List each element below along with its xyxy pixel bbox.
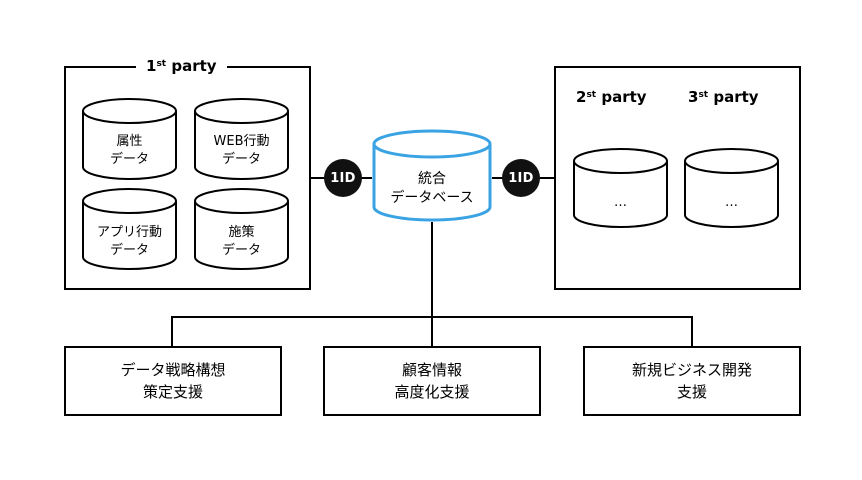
database-web-behavior-data: WEB行動 データ xyxy=(194,98,289,180)
first-party-title: 1st party xyxy=(136,57,227,75)
database-third-party: … xyxy=(684,148,779,228)
integrated-database: 統合 データベース xyxy=(372,129,492,222)
database-label: アプリ行動 データ xyxy=(96,225,162,258)
database-label: 属性 データ xyxy=(109,134,149,167)
database-label: WEB行動 データ xyxy=(213,134,270,167)
support-box-customer-info: 顧客情報 高度化支援 xyxy=(323,346,541,416)
id-badge-left: 1ID xyxy=(324,159,362,197)
database-label: 施策 データ xyxy=(221,225,261,258)
support-box-data-strategy: データ戦略構想 策定支援 xyxy=(64,346,282,416)
support-box-new-business: 新規ビジネス開発 支援 xyxy=(583,346,801,416)
database-second-party: … xyxy=(573,148,668,228)
database-label: … xyxy=(614,195,627,210)
third-party-title: 3st party xyxy=(688,88,759,106)
integrated-database-label: 統合 データベース xyxy=(390,171,474,206)
database-label: … xyxy=(725,195,738,210)
database-app-behavior-data: アプリ行動 データ xyxy=(82,188,177,270)
database-attribute-data: 属性 データ xyxy=(82,98,177,180)
id-badge-right: 1ID xyxy=(502,159,540,197)
second-party-title: 2st party xyxy=(576,88,647,106)
database-campaign-data: 施策 データ xyxy=(194,188,289,270)
